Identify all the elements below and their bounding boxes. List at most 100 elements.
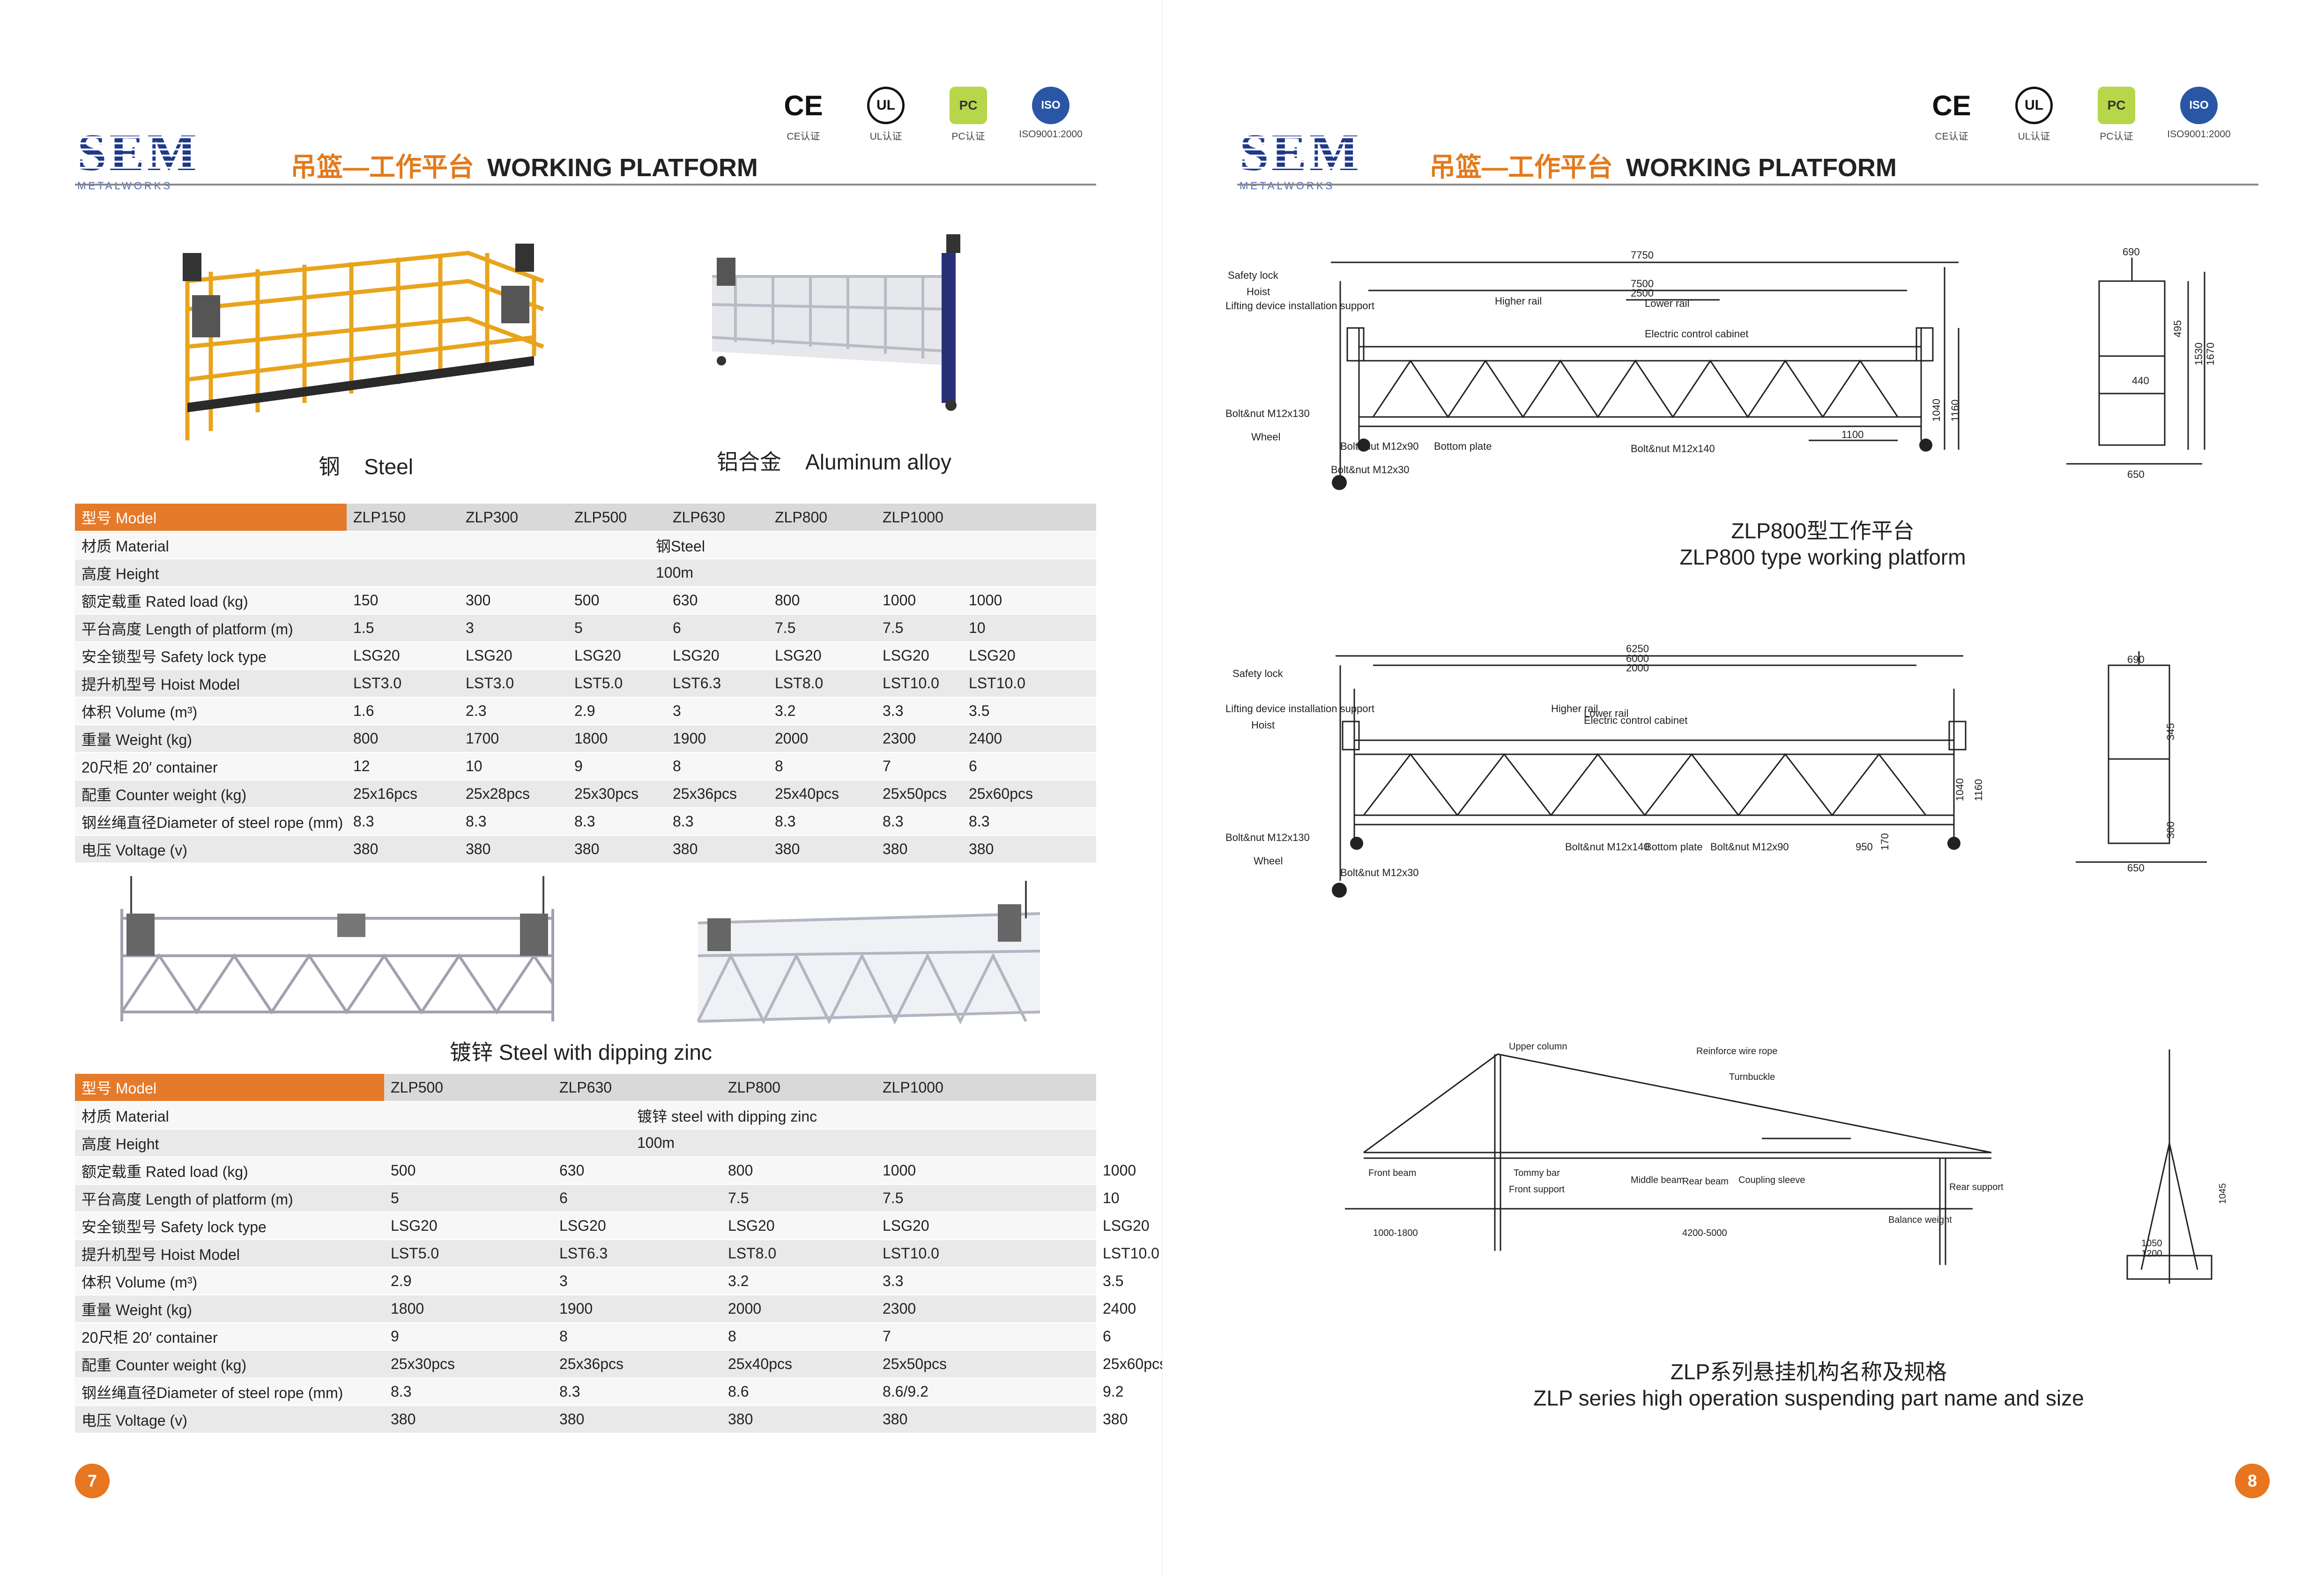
brand-sub: METALWORKS <box>1240 180 1335 192</box>
table-cell: 380 <box>553 1406 721 1434</box>
d3-label-2: Turnbuckle <box>1729 1072 1775 1082</box>
ul-mark-icon: UL <box>867 87 905 124</box>
table-cell: 9 <box>568 752 666 781</box>
aluminum-caption-cn: 铝合金 <box>717 450 781 474</box>
table-cell: LSG20 <box>553 1212 721 1240</box>
d2-dim-9: 300 <box>2165 821 2176 839</box>
title-cn: 吊篮—工作平台 <box>290 152 474 182</box>
table-cell: 7.5 <box>768 614 876 642</box>
d2-label-4: Wheel <box>1254 855 1283 867</box>
table-cell: 2.9 <box>384 1267 553 1295</box>
table-cell: 7 <box>876 1323 1096 1351</box>
row-label: 安全锁型号 Safety lock type <box>75 642 347 670</box>
header-cell: ZLP630 <box>666 504 768 532</box>
d2-dim-4: 170 <box>1879 833 1891 850</box>
table-cell: 25x30pcs <box>384 1350 553 1378</box>
left-page: SEM METALWORKS 吊篮—工作平台 WORKING PLATFORM … <box>0 0 1167 1577</box>
d1-dim-2: 2500 <box>1631 287 1654 299</box>
d1-label-5: Bolt&nut M12x90 <box>1340 440 1419 452</box>
d1-label-0: Safety lock <box>1228 269 1279 281</box>
zlp800-caption: ZLP800型工作平台 ZLP800 type working platform <box>1603 518 2043 570</box>
d1-dim-9: 1670 <box>2205 342 2216 365</box>
steel-caption-cn: 钢 <box>319 454 340 479</box>
d2-label-6: Higher rail <box>1551 703 1598 714</box>
row-label: 提升机型号 Hoist Model <box>75 669 347 698</box>
d1-label-8: Bolt&nut M12x140 <box>1631 443 1715 454</box>
table-cell: 380 <box>768 835 876 863</box>
table-cell: LSG20 <box>768 642 876 670</box>
cert-label: ISO9001:2000 <box>2167 129 2231 140</box>
table-cell: 380 <box>876 835 962 863</box>
table-cell: LSG20 <box>459 642 568 670</box>
row-label: 体积 Volume (m³) <box>75 697 347 725</box>
table-cell: 3.2 <box>768 697 876 725</box>
table-cell: 7.5 <box>876 614 962 642</box>
table-cell: 25x40pcs <box>721 1350 876 1378</box>
d2-label-10: Bottom plate <box>1645 841 1703 853</box>
header-cell: ZLP150 <box>347 504 459 532</box>
title-en: WORKING PLATFORM <box>1626 154 1897 182</box>
zlp800-caption-en: ZLP800 type working platform <box>1679 545 1966 569</box>
ce-mark-icon: CE <box>784 87 823 124</box>
d2-dim-10: 650 <box>2127 862 2145 874</box>
table-cell: 8.3 <box>459 808 568 836</box>
row-label: 高度 Height <box>75 1129 384 1157</box>
cert-label: UL认证 <box>869 131 902 142</box>
table-cell: 25x36pcs <box>553 1350 721 1378</box>
table-cell: 7 <box>876 752 962 781</box>
table-cell: 2300 <box>876 1295 1096 1323</box>
table-cell: 1.5 <box>347 614 459 642</box>
header-rule <box>75 184 1096 186</box>
suspension-caption: ZLP系列悬挂机构名称及规格 ZLP series high operation… <box>1509 1359 2109 1411</box>
row-label: 体积 Volume (m³) <box>75 1267 384 1295</box>
row-label: 钢丝绳直径Diameter of steel rope (mm) <box>75 808 347 836</box>
table-cell: 1800 <box>568 725 666 753</box>
table-cell: 3 <box>666 697 768 725</box>
table-cell: 380 <box>721 1406 876 1434</box>
table-cell: 380 <box>962 835 1096 863</box>
table-cell: 25x50pcs <box>876 780 962 808</box>
row-label: 平台高度 Length of platform (m) <box>75 1184 384 1213</box>
steel-caption-en: Steel <box>364 454 413 479</box>
header-cell: ZLP630 <box>553 1074 721 1102</box>
table-cell: 镀锌 steel with dipping zinc <box>384 1101 1096 1130</box>
d3-dim-2: 1045 <box>2218 1183 2228 1205</box>
cert-label: PC认证 <box>951 131 985 142</box>
table-cell: LST10.0 <box>876 1240 1096 1268</box>
table-cell: 2000 <box>768 725 876 753</box>
d1-dim-5: 1160 <box>1949 400 1961 422</box>
d1-dim-10: 440 <box>2132 375 2149 387</box>
row-label: 配重 Counter weight (kg) <box>75 1350 384 1378</box>
title-en: WORKING PLATFORM <box>487 154 758 182</box>
table-cell: 1000 <box>962 587 1096 615</box>
table-cell: 3.5 <box>962 697 1096 725</box>
table-cell: LSG20 <box>876 642 962 670</box>
table-cell: 25x30pcs <box>568 780 666 808</box>
table-cell: 3 <box>553 1267 721 1295</box>
table-cell: 1000 <box>876 587 962 615</box>
table-cell: 6 <box>666 614 768 642</box>
aluminum-caption: 铝合金 Aluminum alloy <box>717 445 951 476</box>
table-cell: 100m <box>384 1129 1096 1157</box>
table-cell: 380 <box>384 1406 553 1434</box>
d2-label-9: Bolt&nut M12x140 <box>1565 841 1649 853</box>
table-cell: 8.3 <box>876 808 962 836</box>
d3-label-5: Front support <box>1509 1184 1565 1195</box>
table-cell: 8.6 <box>721 1378 876 1406</box>
header-cell: ZLP500 <box>384 1074 553 1102</box>
iso-mark-icon: ISO <box>2180 87 2218 124</box>
